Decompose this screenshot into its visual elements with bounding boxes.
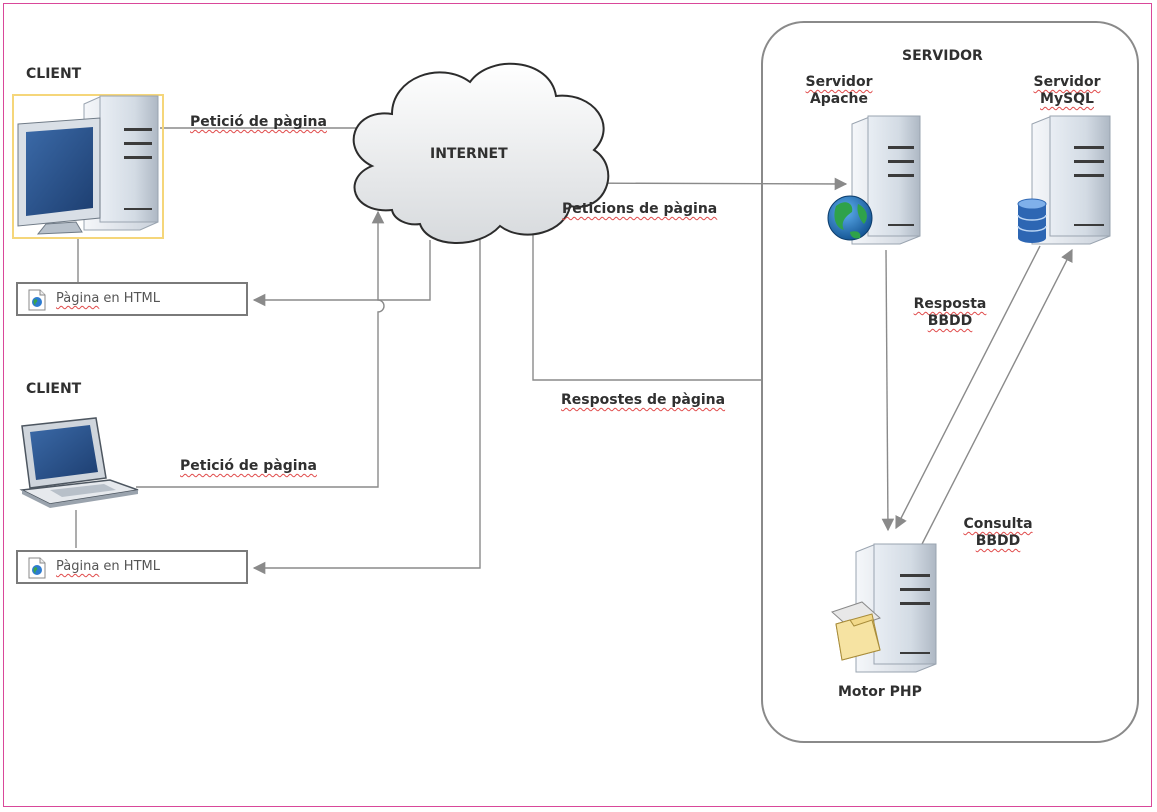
- servidor-label: SERVIDOR: [902, 48, 983, 64]
- document-globe-icon: [28, 289, 46, 311]
- arrow-consulta-bbdd: [919, 248, 1073, 549]
- servidor-apache-label: Servidor Apache: [794, 74, 884, 108]
- peticions-label: Peticions de pàgina: [562, 201, 718, 217]
- database-icon: [1017, 198, 1047, 243]
- client-2-label: CLIENT: [26, 381, 82, 397]
- servidor-apache-line1: Servidor: [805, 74, 873, 90]
- html-page-box-1: Pàgina en HTML: [16, 282, 248, 316]
- server-container: [761, 21, 1139, 743]
- folder-icon: [831, 601, 881, 661]
- internet-label: INTERNET: [430, 146, 508, 162]
- consulta-bbdd-line2: BBDD: [975, 533, 1021, 549]
- resposta-bbdd-label: Resposta BBDD: [910, 296, 990, 330]
- diagram-frame: [3, 3, 1152, 807]
- html-page-text-1: Pàgina en HTML: [56, 291, 160, 306]
- html-page-box-2: Pàgina en HTML: [16, 550, 248, 584]
- arrow-peticio-2: [136, 210, 385, 488]
- servidor-apache-line2: Apache: [809, 91, 869, 107]
- html-page-prefix-2: Pàgina: [56, 559, 100, 574]
- html-page-suffix-1: en HTML: [99, 291, 160, 306]
- html-page-suffix-2: en HTML: [99, 559, 160, 574]
- peticio-2-label: Petició de pàgina: [180, 458, 317, 474]
- peticio-1-label: Petició de pàgina: [190, 114, 327, 130]
- consulta-bbdd-line1: Consulta: [963, 516, 1033, 532]
- globe-icon: [827, 195, 873, 241]
- arrow-resposta-bbdd: [895, 245, 1041, 530]
- arrow-apache-php: [881, 249, 895, 532]
- server-mysql-icon: [1031, 115, 1111, 245]
- document-globe-icon: [28, 557, 46, 579]
- laptop-icon: [19, 417, 139, 508]
- servidor-mysql-line2: MySQL: [1040, 91, 1094, 107]
- consulta-bbdd-label: Consulta BBDD: [958, 516, 1038, 550]
- arrow-page-2: [252, 240, 481, 575]
- desktop-computer-icon: [12, 94, 164, 239]
- arrow-respostes: [526, 220, 762, 381]
- arrow-page-1: [252, 240, 431, 307]
- client-1-label: CLIENT: [26, 66, 82, 82]
- respostes-label: Respostes de pàgina: [561, 392, 726, 408]
- servidor-mysql-line1: Servidor: [1033, 74, 1101, 90]
- resposta-bbdd-line2: BBDD: [927, 313, 973, 329]
- cloud-icon: [352, 62, 610, 244]
- servidor-mysql-label: Servidor MySQL: [1022, 74, 1112, 108]
- resposta-bbdd-line1: Resposta: [913, 296, 987, 312]
- html-page-prefix-1: Pàgina: [56, 291, 100, 306]
- html-page-text-2: Pàgina en HTML: [56, 559, 160, 574]
- motor-php-label: Motor PHP: [838, 684, 922, 700]
